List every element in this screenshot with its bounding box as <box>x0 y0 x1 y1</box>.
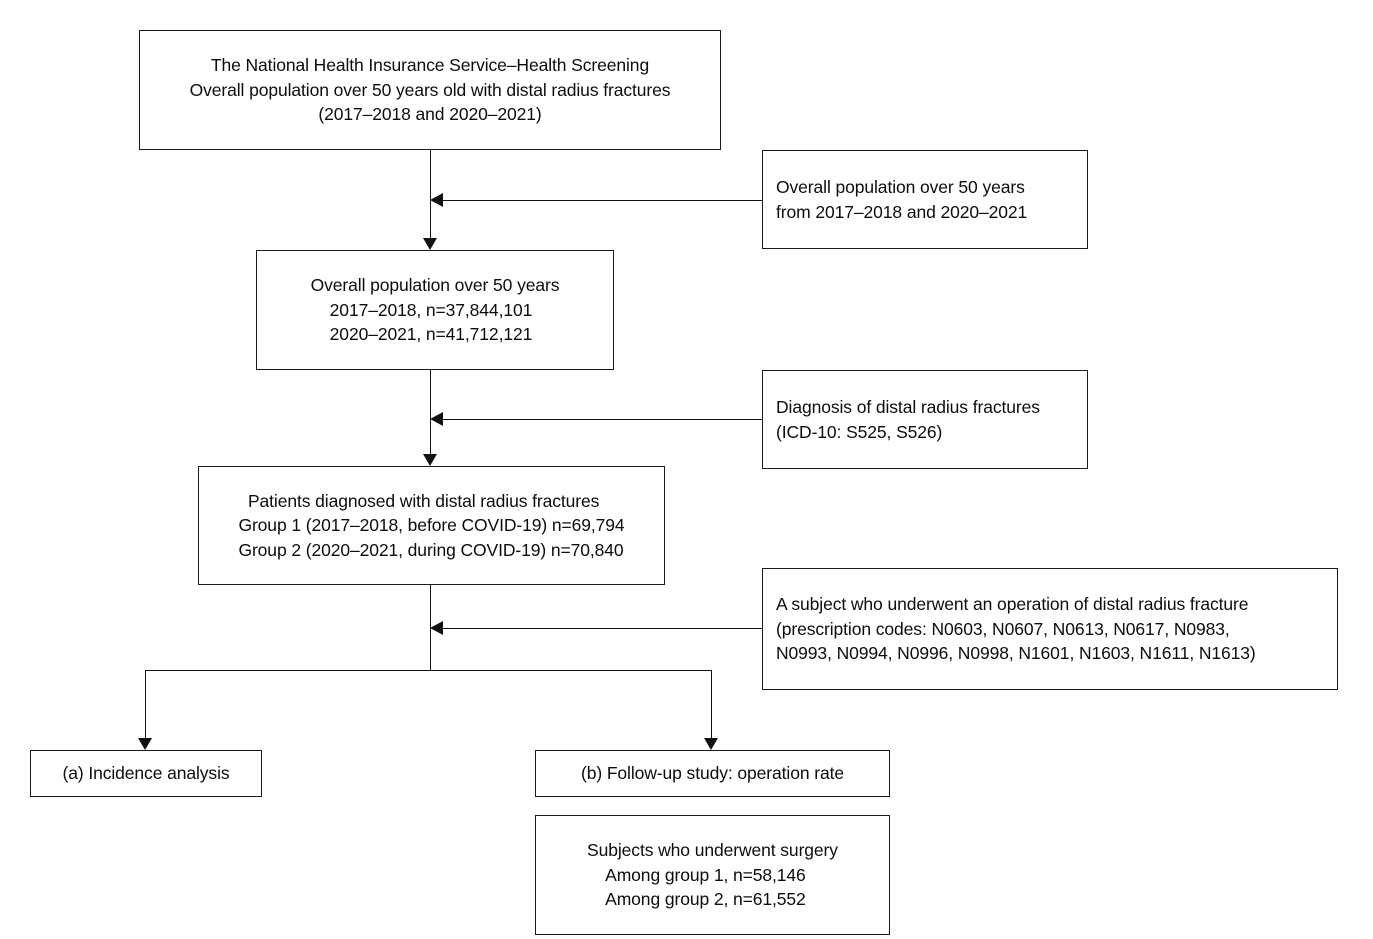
connector-criteria-diagnosis <box>443 419 762 420</box>
surgery-box-line-1: Subjects who underwent surgery <box>587 840 838 861</box>
source-box-line-3: (2017–2018 and 2020–2021) <box>318 104 542 125</box>
arrowhead-to-population-box <box>423 238 437 250</box>
surgery-box-line-3: Among group 2, n=61,552 <box>587 889 806 910</box>
criteria-operation-line-3: N0993, N0994, N0996, N0998, N1601, N1603… <box>776 643 1256 664</box>
criteria-diagnosis-line-2: (ICD-10: S525, S526) <box>776 421 943 442</box>
node-outcome-b: (b) Follow-up study: operation rate <box>535 750 890 797</box>
node-outcome-a: (a) Incidence analysis <box>30 750 262 797</box>
patients-box-line-3: Group 2 (2020–2021, during COVID-19) n=7… <box>238 539 624 560</box>
connector-criteria-operation <box>443 628 762 629</box>
connector-criteria-population <box>443 200 762 201</box>
node-criteria-operation: A subject who underwent an operation of … <box>762 568 1338 690</box>
source-box-line-1: The National Health Insurance Service–He… <box>210 55 650 76</box>
patients-box-line-2: Group 1 (2017–2018, before COVID-19) n=6… <box>238 515 625 536</box>
arrowhead-criteria-diagnosis <box>430 412 443 426</box>
connector-split-to-outcome-a <box>145 670 146 738</box>
arrowhead-to-outcome-a <box>138 738 152 750</box>
criteria-diagnosis-line-1: Diagnosis of distal radius fractures <box>776 397 1040 417</box>
patients-box-line-1: Patients diagnosed with distal radius fr… <box>238 490 600 511</box>
arrowhead-criteria-population <box>430 193 443 207</box>
outcome-b-label: (b) Follow-up study: operation rate <box>580 763 845 784</box>
population-box-line-2: 2017–2018, n=37,844,101 <box>310 299 533 320</box>
connector-split-to-outcome-b <box>711 670 712 738</box>
node-criteria-diagnosis: Diagnosis of distal radius fractures (IC… <box>762 370 1088 469</box>
outcome-a-label: (a) Incidence analysis <box>62 763 230 784</box>
criteria-operation-line-1: A subject who underwent an operation of … <box>776 594 1249 615</box>
surgery-box-line-2: Among group 1, n=58,146 <box>587 864 806 885</box>
node-surgery-box: Subjects who underwent surgery Among gro… <box>535 815 890 935</box>
population-box-line-3: 2020–2021, n=41,712,121 <box>310 324 533 345</box>
node-population-box: Overall population over 50 years 2017–20… <box>256 250 614 370</box>
source-box-line-2: Overall population over 50 years old wit… <box>189 79 671 100</box>
node-source-box: The National Health Insurance Service–He… <box>139 30 721 150</box>
node-patients-box: Patients diagnosed with distal radius fr… <box>198 466 665 585</box>
connector-split-bar <box>145 670 711 671</box>
arrowhead-to-patients-box <box>423 454 437 466</box>
criteria-operation-line-2: (prescription codes: N0603, N0607, N0613… <box>776 618 1230 639</box>
criteria-population-line-1: Overall population over 50 years <box>776 177 1025 197</box>
node-criteria-population: Overall population over 50 years from 20… <box>762 150 1088 249</box>
arrowhead-to-outcome-b <box>704 738 718 750</box>
population-box-line-1: Overall population over 50 years <box>310 275 560 296</box>
arrowhead-criteria-operation <box>430 621 443 635</box>
criteria-population-line-2: from 2017–2018 and 2020–2021 <box>776 201 1028 222</box>
